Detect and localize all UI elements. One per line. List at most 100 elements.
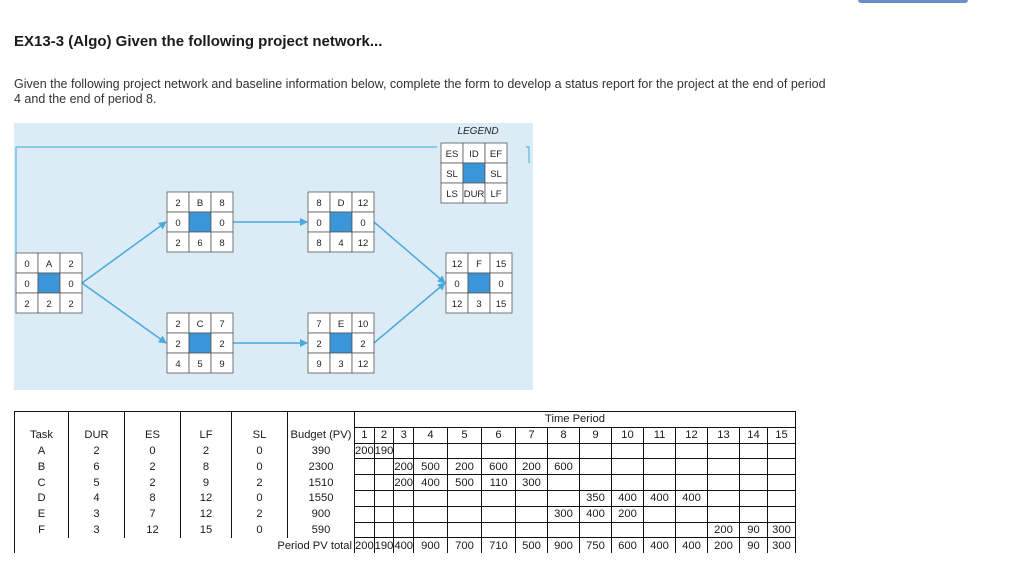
pv-cell: 200 [354, 442, 375, 459]
pv-cell [547, 521, 580, 538]
pv-cell [447, 489, 482, 507]
sl-cell: 0 [231, 490, 288, 507]
total-label: Period PV total [14, 537, 355, 554]
node-center-cell [188, 332, 212, 354]
pv-cell [767, 458, 797, 475]
period-total-cell: 200 [707, 537, 740, 554]
pv-cell [611, 442, 644, 459]
pv-cell [547, 442, 580, 459]
pv-cell [675, 521, 708, 538]
pv-cell: 600 [547, 458, 580, 475]
node-value: 12 [358, 359, 369, 370]
pv-cell: 300 [515, 474, 548, 491]
pv-cell [739, 505, 768, 523]
pv-cell [739, 489, 768, 507]
period-header: 6 [481, 426, 516, 444]
period-total-cell: 710 [481, 537, 516, 554]
es-cell: 2 [124, 458, 181, 475]
sl-cell: 0 [231, 522, 288, 538]
period-header: 10 [611, 426, 644, 444]
node-value: 2 [68, 299, 73, 310]
pv-cell [675, 442, 708, 459]
pv-cell [447, 521, 482, 538]
duration-cell: 5 [68, 474, 125, 491]
node-value: B [197, 198, 203, 209]
node-value: 3 [338, 359, 343, 370]
pv-cell [739, 458, 768, 475]
top-action-button[interactable] [858, 0, 968, 3]
period-header: 9 [579, 426, 612, 444]
pv-cell: 200 [707, 521, 740, 538]
period-total-cell: 600 [611, 537, 644, 554]
node-value: C [197, 319, 204, 330]
duration-cell: 3 [68, 522, 125, 538]
header-blank [124, 411, 181, 428]
period-total-cell: 400 [675, 537, 708, 554]
pv-cell [547, 489, 580, 507]
es-cell: 7 [124, 506, 181, 523]
period-header: 3 [393, 426, 414, 444]
node-cell [484, 182, 508, 204]
es-cell: 2 [124, 474, 181, 491]
period-total-cell: 500 [515, 537, 548, 554]
sl-cell: 2 [231, 474, 288, 491]
pv-cell [515, 489, 548, 507]
budget-cell: 590 [287, 522, 355, 538]
pv-cell [447, 442, 482, 459]
period-header: 8 [547, 426, 580, 444]
sl-cell: 0 [231, 443, 288, 459]
pv-cell: 300 [767, 521, 797, 538]
pv-cell [354, 458, 375, 475]
pv-cell [707, 442, 740, 459]
node-value: 0 [454, 279, 459, 290]
period-total-cell: 400 [393, 537, 414, 554]
pv-cell [767, 489, 797, 507]
period-header: 7 [515, 426, 548, 444]
node-value: 9 [316, 359, 321, 370]
budget-cell: 390 [287, 443, 355, 459]
node-value: 0 [24, 279, 29, 290]
pv-cell: 200 [447, 458, 482, 475]
node-value: 2 [68, 259, 73, 270]
node-value: 4 [175, 359, 180, 370]
node-value: SL [446, 169, 458, 180]
node-value: 2 [175, 339, 180, 350]
pv-cell [547, 474, 580, 491]
pv-cell [675, 458, 708, 475]
node-value: 2 [24, 299, 29, 310]
period-total-cell: 190 [373, 537, 394, 554]
header-blank [180, 411, 232, 428]
period-total-cell: 200 [354, 537, 375, 554]
es-cell: 8 [124, 490, 181, 507]
period-header: 5 [447, 426, 482, 444]
pv-cell [675, 474, 708, 491]
arrow-E-F [373, 282, 446, 344]
node-value: 9 [219, 359, 224, 370]
task-cell: B [14, 458, 69, 475]
pv-cell: 400 [611, 489, 644, 507]
pv-cell [515, 521, 548, 538]
pv-cell [481, 521, 516, 538]
node-value: EF [490, 149, 502, 160]
pv-cell [393, 521, 414, 538]
duration-cell: 4 [68, 490, 125, 507]
task-cell: F [14, 522, 69, 538]
sl-cell: 2 [231, 506, 288, 523]
pv-cell: 400 [675, 489, 708, 507]
period-header: 2 [373, 426, 394, 444]
task-cell: C [14, 474, 69, 491]
column-header-es: ES [124, 427, 181, 444]
period-total-cell: 900 [413, 537, 448, 554]
page-title: EX13-3 (Algo) Given the following projec… [14, 33, 383, 50]
pv-cell [413, 489, 448, 507]
pv-cell [643, 458, 676, 475]
lf-cell: 15 [180, 522, 232, 538]
node-value: 2 [316, 339, 321, 350]
pv-cell: 200 [611, 505, 644, 523]
pv-cell: 110 [481, 474, 516, 491]
